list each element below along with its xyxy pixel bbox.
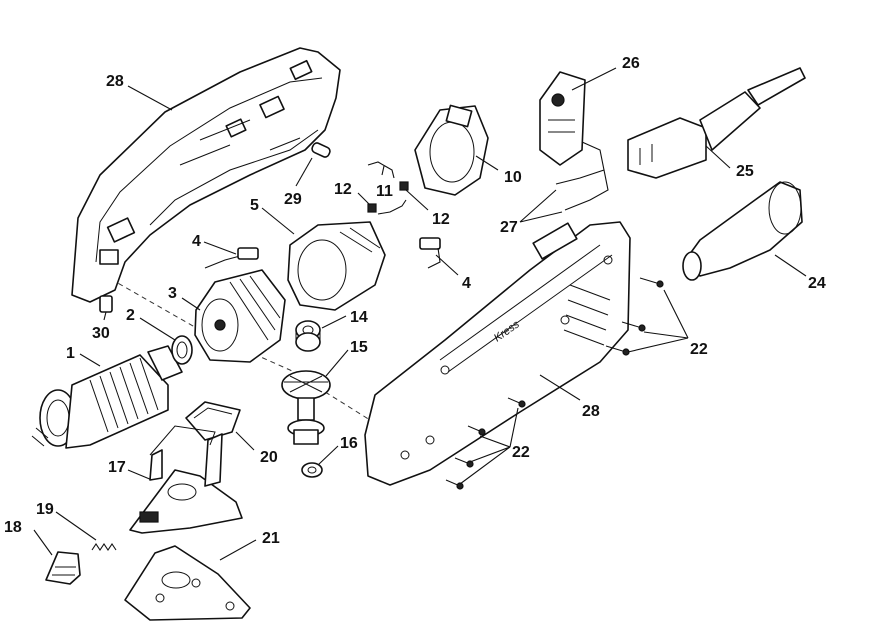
spring [91,543,117,551]
callout-17: 17 [108,459,126,476]
washer [301,462,323,478]
callout-2: 2 [126,307,135,324]
callout-4-right: 4 [462,275,471,292]
cable-plug [627,91,761,179]
contact-small-left [367,203,377,213]
callout-12-right: 12 [432,211,450,228]
callout-14: 14 [350,309,368,326]
sleeve [99,295,113,313]
screws-lower [445,397,526,490]
left-housing-half [71,47,341,303]
leader-lines [33,67,807,561]
brush-holder [287,221,386,311]
screws-upper [605,277,664,356]
base-plate [129,425,243,534]
callout-28-left: 28 [106,73,124,90]
callout-22-upper: 22 [690,341,708,358]
callout-15: 15 [350,339,368,356]
callout-26: 26 [622,55,640,72]
right-housing-half: Kress [364,221,631,486]
callout-29: 29 [284,191,302,208]
clip [45,551,81,585]
carbon-brush-right [419,237,441,269]
callout-24: 24 [808,275,826,292]
callout-3: 3 [168,285,177,302]
callout-25: 25 [736,163,754,180]
callout-16: 16 [340,435,358,452]
bearing-ring [171,335,193,365]
switch [539,71,586,166]
contact-small-right [399,181,409,191]
callout-21: 21 [262,530,280,547]
callout-22-lower: 22 [512,444,530,461]
callout-10: 10 [504,169,522,186]
housing-pin [311,142,331,158]
callout-20: 20 [260,449,278,466]
callout-12-left: 12 [334,181,352,198]
callout-30: 30 [92,325,110,342]
armature [31,345,183,449]
power-cord [747,67,806,106]
bearing-housing [414,104,489,196]
callout-1: 1 [66,345,75,362]
eccentric-spindle [281,370,331,445]
connecting-wires [555,141,609,211]
spring-wire [367,161,407,215]
bearing [295,320,321,352]
callout-4-left: 4 [192,233,201,250]
rubber-pad [185,401,241,441]
dust-adapter [682,181,803,281]
stator [194,269,286,363]
sanding-pad [124,545,251,621]
callout-27: 27 [500,219,518,236]
callout-28-right: 28 [582,403,600,420]
callout-19: 19 [36,501,54,518]
callout-11: 11 [376,183,393,200]
carbon-brush-left [204,247,259,269]
callout-5: 5 [250,197,259,214]
callout-18: 18 [4,519,22,536]
